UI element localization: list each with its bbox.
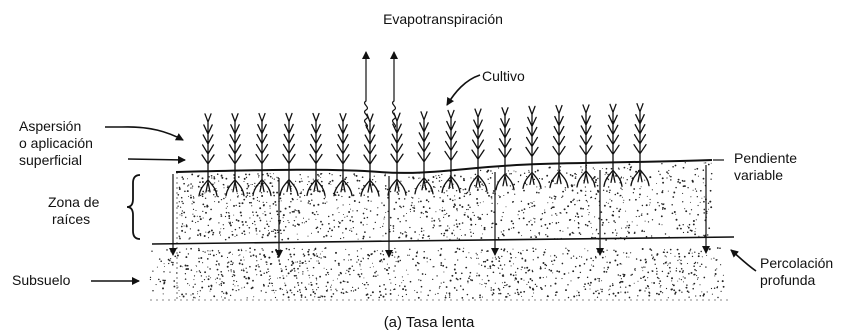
surface-pointer-arrow <box>128 159 185 160</box>
cultivo-pointer-arrow <box>447 75 480 105</box>
crop-plant <box>442 110 460 192</box>
subsoil-layer <box>150 247 725 299</box>
figure-caption: (a) Tasa lenta <box>384 314 475 331</box>
zona-label-line2: raíces <box>52 211 90 227</box>
evapotranspiracion-label: Evapotranspiración <box>383 11 503 27</box>
crop-plant <box>280 113 298 195</box>
percolacion-label-line1: Percolación <box>760 255 833 271</box>
crop-plant <box>415 112 433 194</box>
root-zone-brace <box>127 175 140 239</box>
crop-plants <box>199 104 649 196</box>
crop-plant <box>550 106 568 188</box>
crop-plant <box>334 114 352 196</box>
crop-plant <box>577 105 595 187</box>
root-zone-soil <box>177 162 712 241</box>
crop-plant <box>226 114 244 196</box>
percolacion-pointer-arrow <box>731 250 756 271</box>
crop-plant <box>469 109 487 191</box>
pendiente-label-line2: variable <box>734 167 783 183</box>
crop-plant <box>523 106 541 188</box>
subsuelo-label: Subsuelo <box>12 272 71 288</box>
cultivo-label: Cultivo <box>482 68 525 84</box>
crop-plant <box>253 114 271 196</box>
aspersion-label-line2: o aplicación <box>19 135 93 151</box>
crop-plant <box>496 108 514 190</box>
root-zone-boundary-line <box>152 237 734 244</box>
zona-label-line1: Zona de <box>48 194 100 210</box>
pendiente-label-line1: Pendiente <box>734 150 797 166</box>
aspersion-label-line1: Aspersión <box>19 118 81 134</box>
crop-plant <box>388 113 406 195</box>
crop-plant <box>199 114 217 196</box>
aspersion-pointer-arrow <box>105 127 183 140</box>
crop-plant <box>361 114 379 196</box>
evapotranspiration-arrow <box>365 52 368 128</box>
crop-plant <box>307 113 325 195</box>
crop-plant <box>604 104 622 186</box>
crop-plant <box>631 104 649 186</box>
evapotranspiration-arrow <box>393 52 396 128</box>
aspersion-label-line3: superficial <box>19 152 82 168</box>
percolacion-label-line2: profunda <box>760 272 815 288</box>
evapotranspiration-arrows <box>365 52 396 128</box>
